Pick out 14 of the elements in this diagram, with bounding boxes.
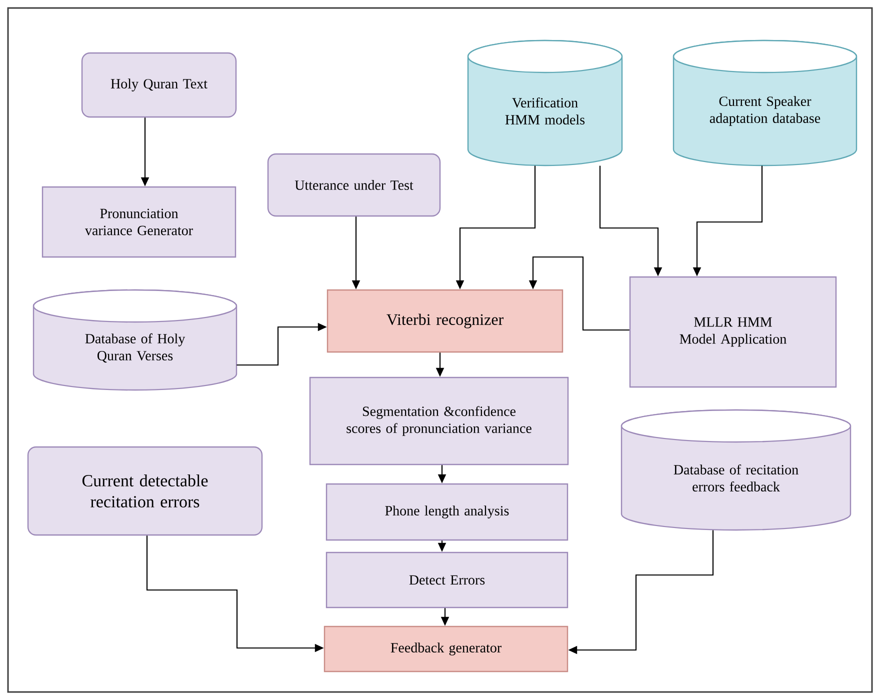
- process-box: Pronunciation variance Generator: [42, 186, 236, 258]
- database-cylinder: Verification HMM models: [467, 40, 623, 166]
- rounded-box: Utterance under Test: [267, 153, 441, 217]
- process-box: Feedback generator: [324, 626, 568, 672]
- process-box: Detect Errors: [326, 552, 568, 608]
- process-box: Viterbi recognizer: [326, 289, 564, 353]
- rounded-box: Holy Quran Text: [81, 52, 237, 118]
- rounded-box: Current detectable recitation errors: [27, 446, 263, 536]
- process-box: MLLR HMM Model Application: [629, 276, 837, 388]
- process-box: Segmentation &confidence scores of pronunciation variance: [309, 376, 569, 466]
- database-cylinder: Current Speaker adaptation database: [672, 40, 858, 166]
- database-cylinder: Database of recitation errors feedback: [620, 409, 852, 531]
- process-box: Phone length analysis: [326, 483, 568, 541]
- database-cylinder: Database of Holy Quran Verses: [32, 289, 238, 391]
